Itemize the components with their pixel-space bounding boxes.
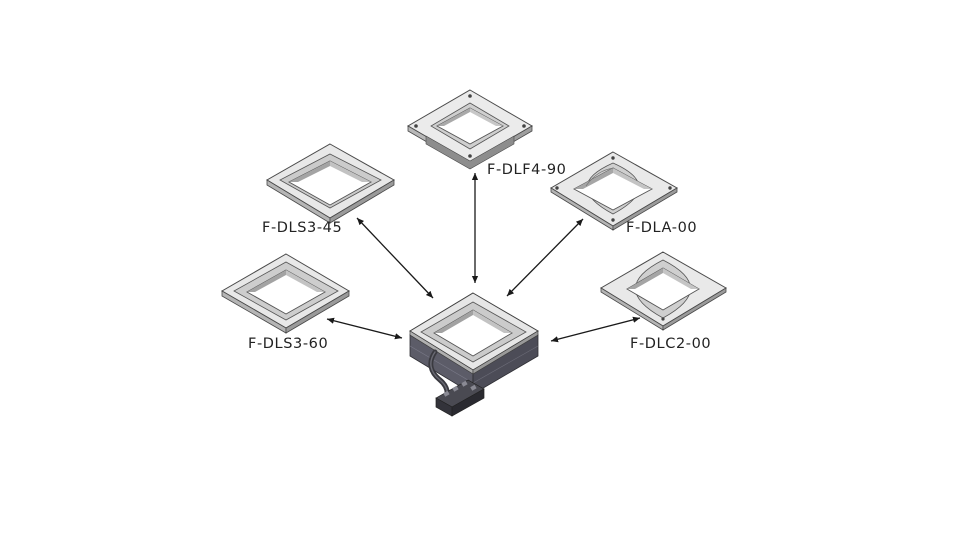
label-dls3-45: F-DLS3-45 — [262, 220, 343, 236]
label-dls3-60: F-DLS3-60 — [248, 336, 329, 352]
arrows — [326, 173, 641, 343]
arrow-to-dls3-45 — [356, 217, 434, 299]
arrow-to-dla-00 — [506, 218, 584, 297]
arrow-to-dls3-60 — [326, 317, 403, 340]
trim-frame-dla-00 — [550, 151, 678, 231]
center-lighting-module — [409, 292, 539, 417]
trim-frame-dls3-60 — [221, 253, 350, 334]
label-dlf4-90: F-DLF4-90 — [487, 162, 567, 178]
trim-frame-dlf4-90 — [407, 89, 533, 170]
trim-frame-dls3-45 — [266, 143, 395, 224]
connector-block-icon — [435, 379, 485, 417]
arrow-to-dlc2-00 — [550, 316, 641, 343]
trim-frame-dlc2-00 — [600, 251, 727, 331]
label-dla-00: F-DLA-00 — [626, 220, 698, 236]
label-dlc2-00: F-DLC2-00 — [630, 336, 712, 352]
